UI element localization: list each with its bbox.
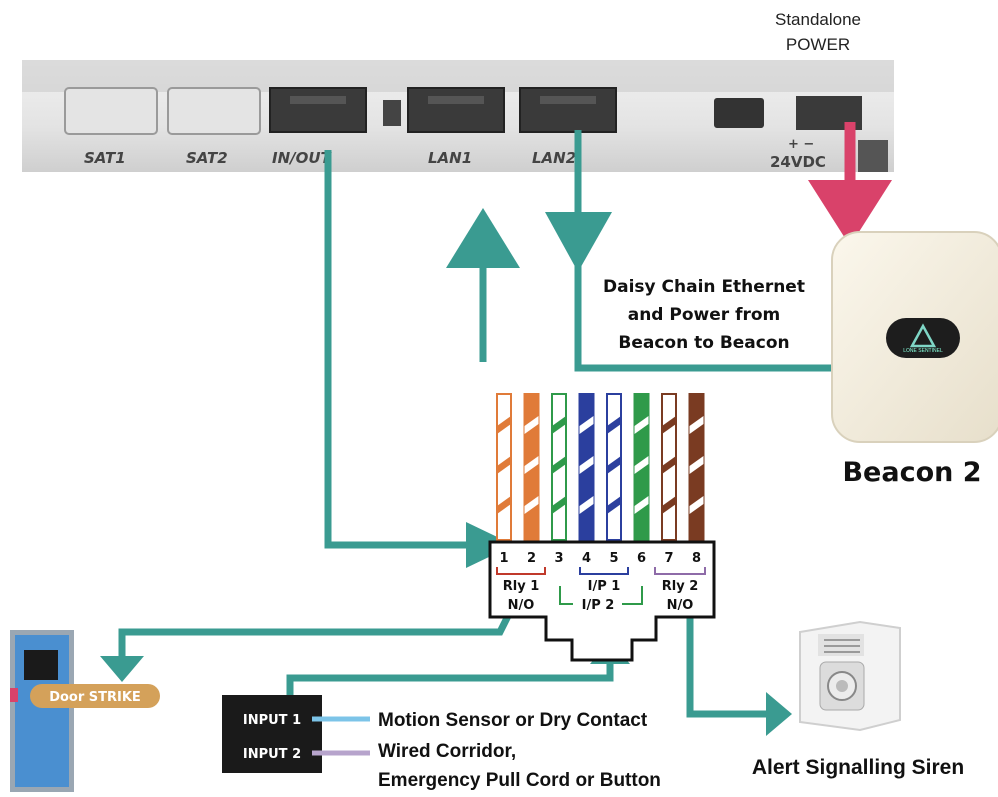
siren-arrowhead (766, 692, 792, 736)
lan2-arrowhead (545, 212, 612, 272)
beacon-badge (886, 318, 960, 358)
cable-wire-stripe (579, 496, 594, 514)
standalone-label: Standalone (775, 10, 861, 29)
port-label-sat1: SAT1 (84, 149, 126, 167)
in-out-port[interactable] (269, 87, 367, 133)
cable-wire-stripe (607, 416, 621, 434)
input2-label: INPUT 2 (243, 747, 301, 762)
port-label-sat2: SAT2 (186, 149, 228, 167)
cable-wire-stripe (524, 416, 539, 434)
sat1-port[interactable] (64, 87, 158, 135)
sat2-port[interactable] (167, 87, 261, 135)
device-panel: SAT1 SAT2 IN/OUT LAN1 LAN2 + − 24VDC (22, 60, 894, 172)
daisy-chain-line1: Daisy Chain Ethernet (603, 277, 805, 297)
terminal-pin-label: 7 (664, 551, 673, 566)
terminal-pin-label: 3 (554, 551, 563, 566)
cable-wire-stripe (524, 496, 539, 514)
terminal-pin-label: 8 (692, 551, 701, 566)
cable-wire-stripe (634, 496, 649, 514)
daisy-chain-line2: and Power from (628, 305, 781, 325)
cable-wire-stripe (662, 456, 676, 474)
cable-wire-stripe (497, 496, 511, 514)
panel-divider (383, 100, 401, 126)
power-arrow (808, 122, 892, 246)
relay1-wire (118, 610, 514, 660)
cable-wire-stripe (552, 496, 566, 514)
cable-wires (496, 393, 705, 541)
cable-wire-stripe (497, 416, 511, 434)
lan1-port[interactable] (407, 87, 505, 133)
daisy-chain-line3: Beacon to Beacon (618, 333, 789, 353)
rly2-mode: N/O (667, 598, 694, 613)
terminal-block: 1 2 3 4 5 6 7 8 Rly 1 N/O I/P 1 I/P 2 Rly 2 N/O (488, 540, 716, 662)
daisy-chain-wire (574, 262, 838, 372)
input-block: INPUT 1 INPUT 2 Motion Sensor or Dry Con… (222, 695, 661, 791)
cable-wire-stripe (579, 416, 594, 434)
cable-wire-stripe (634, 416, 649, 434)
beacon-logo-icon (909, 323, 937, 348)
door-device: Door STRIKE (10, 630, 160, 792)
cable-wire-stripe (607, 456, 621, 474)
ip2-label: I/P 2 (582, 598, 615, 613)
input1-desc: Motion Sensor or Dry Contact (378, 710, 648, 731)
port-label-lan1: LAN1 (428, 149, 472, 167)
terminal-pin-label: 5 (609, 551, 618, 566)
input-wire (286, 660, 614, 695)
terminal-pin-label: 2 (527, 551, 536, 566)
ip1-label: I/P 1 (588, 579, 621, 594)
cable-wire-stripe (552, 416, 566, 434)
beacon-device: LONE SENTINEL (831, 231, 998, 443)
cable-wire-stripe (552, 456, 566, 474)
input1-label: INPUT 1 (243, 713, 301, 728)
cable-wire-stripe (689, 496, 704, 514)
teal-connections (118, 130, 838, 718)
lan2-port[interactable] (519, 87, 617, 133)
power-label: POWER (786, 35, 850, 54)
siren-device (799, 620, 901, 732)
power-polarity: + − (788, 137, 814, 152)
cable-wire-stripe (497, 456, 511, 474)
cable-wire-stripe (579, 456, 594, 474)
rly2-name: Rly 2 (662, 579, 699, 594)
rly1-name: Rly 1 (503, 579, 540, 594)
input2-desc-line1: Wired Corridor, (378, 741, 516, 762)
cable-wire-stripe (524, 456, 539, 474)
cable-wire-stripe (634, 456, 649, 474)
beacon-label: Beacon 2 (842, 457, 981, 488)
power-voltage: 24VDC (770, 153, 826, 171)
in-out-wire (324, 150, 470, 549)
port-label-in-out: IN/OUT (272, 149, 333, 167)
dc-jack[interactable] (714, 98, 764, 128)
door-strike-badge (30, 684, 160, 708)
port-label-lan2: LAN2 (532, 149, 576, 167)
cable-wire-stripe (662, 496, 676, 514)
lan1-arrowhead (446, 208, 520, 268)
terminal-pin-label: 1 (499, 551, 508, 566)
cable-wire-stripe (689, 456, 704, 474)
terminal-pin-label: 6 (637, 551, 646, 566)
door-reader-icon (24, 650, 58, 680)
terminal-pin-label: 4 (582, 551, 591, 566)
rly1-mode: N/O (508, 598, 535, 613)
input2-desc-line2: Emergency Pull Cord or Button (378, 770, 661, 791)
siren-label: Alert Signalling Siren (752, 756, 964, 779)
door-strike-label: Door STRIKE (49, 690, 141, 705)
cable-wire-stripe (662, 416, 676, 434)
relay2-wire (686, 612, 770, 718)
door-arrowhead (100, 656, 144, 682)
cable-wire-stripe (689, 416, 704, 434)
beacon-badge-text: LONE SENTINEL (903, 348, 943, 354)
cable-wire-stripe (607, 496, 621, 514)
